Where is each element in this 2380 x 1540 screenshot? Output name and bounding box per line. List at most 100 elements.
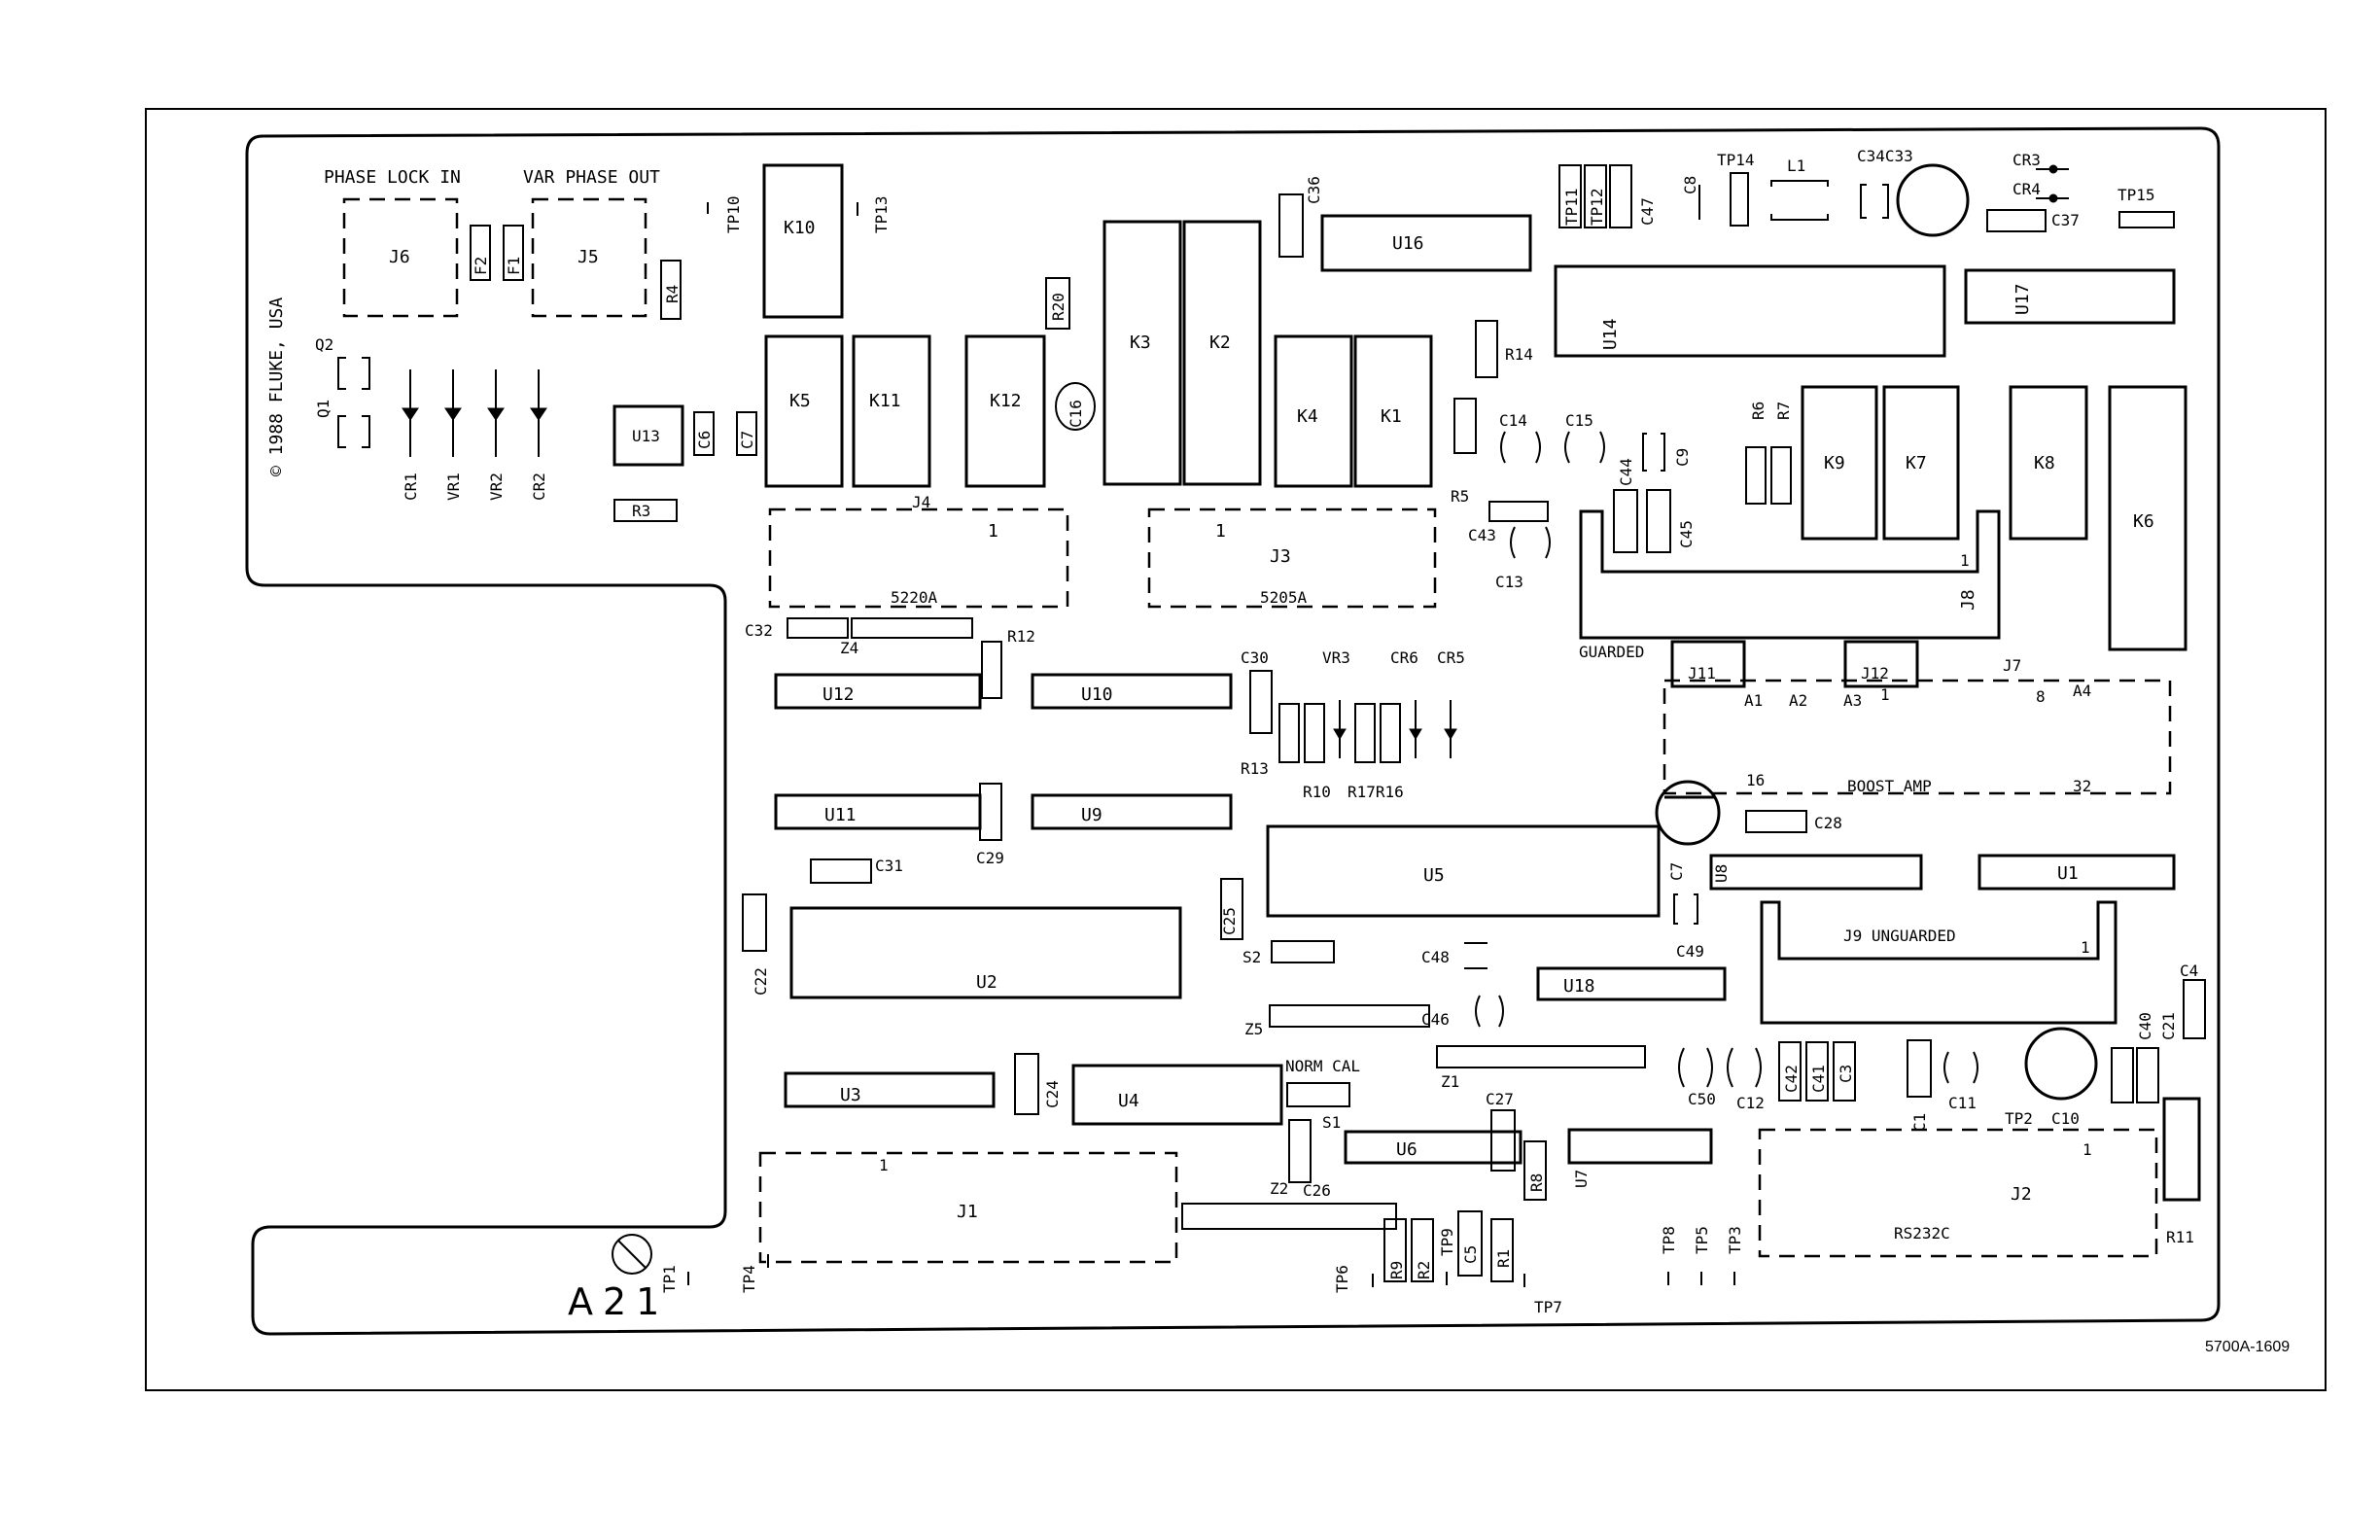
j3-pin1-label: 1 [1215, 521, 1226, 542]
vr2-diode-mark [487, 407, 505, 421]
c30-capacitor [1249, 670, 1273, 734]
c5-label: C5 [1461, 1245, 1480, 1264]
u16-label: U16 [1392, 233, 1424, 254]
q2-transistor [337, 357, 370, 390]
c4-capacitor [2183, 979, 2206, 1039]
c50-label: C50 [1688, 1090, 1716, 1108]
cr6-diode-mark [1409, 728, 1422, 740]
board-outline [245, 126, 2221, 1336]
c24-label: C24 [1043, 1080, 1062, 1108]
k4-relay [1274, 334, 1353, 488]
c49-capacitor [1673, 893, 1698, 925]
norm-cal-switch [1286, 1082, 1350, 1107]
mounting-hole-cross [617, 1240, 647, 1269]
s1-label: S1 [1322, 1113, 1341, 1132]
tp12-label: TP12 [1588, 188, 1606, 226]
u14-ic [1554, 264, 1946, 358]
cr1-label: CR1 [402, 472, 420, 501]
u7-ic [1567, 1128, 1713, 1165]
f1-label: F1 [505, 257, 523, 275]
j2-pin1-label: 1 [2082, 1140, 2092, 1159]
q1-label: Q1 [314, 400, 332, 418]
u13-ic [612, 404, 684, 467]
tp11-label: TP11 [1562, 188, 1581, 226]
figure-frame [145, 108, 2327, 1391]
a1-label: A1 [1744, 691, 1763, 710]
u17-ic [1964, 268, 2176, 325]
j9-pin1-label: 1 [2081, 938, 2090, 957]
c7-label: C7 [738, 431, 756, 449]
j2-name-label: RS232C [1894, 1224, 1950, 1242]
c31-capacitor [810, 858, 872, 884]
r4-label: R4 [663, 285, 682, 303]
tp15-pin [2118, 211, 2175, 228]
r14-resistor [1475, 320, 1498, 378]
cr2-diode-mark [530, 407, 547, 421]
tp13-label: TP13 [872, 195, 891, 233]
j5-connector [531, 197, 648, 318]
assembly-label: A21 [568, 1280, 669, 1323]
c3-capacitor [1833, 1041, 1856, 1102]
q1-transistor [337, 415, 370, 448]
u2-label: U2 [976, 972, 998, 993]
k10-relay [762, 163, 844, 319]
r13-resistor [1278, 703, 1300, 763]
c6-capacitor [693, 411, 715, 456]
s2-label: S2 [1242, 948, 1261, 966]
c40-label: C40 [2136, 1012, 2154, 1040]
j8-connector [1579, 509, 2001, 640]
j4-name-label: 5220A [891, 588, 938, 607]
c49-label: C49 [1676, 942, 1704, 961]
u2-ic [789, 906, 1182, 999]
c13-label: C13 [1495, 573, 1523, 591]
c34-capacitor [1860, 184, 1889, 219]
u4-label: U4 [1118, 1091, 1139, 1111]
tp15-label: TP15 [2118, 186, 2155, 204]
c15-capacitor [1564, 431, 1605, 464]
cr5-diode-mark [1444, 728, 1457, 740]
k3-label: K3 [1130, 332, 1151, 353]
k7-label: K7 [1906, 453, 1927, 473]
j7-label: J7 [2003, 656, 2021, 675]
k1-label: K1 [1381, 406, 1402, 427]
l1-label: L1 [1787, 157, 1805, 175]
copyright-label: © 1988 FLUKE, USA [266, 298, 287, 476]
c36-label: C36 [1305, 176, 1323, 204]
c29-capacitor [979, 783, 1002, 841]
c46-capacitor [1475, 995, 1504, 1028]
c43-capacitor [1488, 501, 1549, 522]
c37-capacitor [1986, 209, 2047, 232]
c14-capacitor [1500, 431, 1541, 464]
j4-pin1-label: 1 [988, 521, 998, 542]
c32-label: C32 [745, 621, 773, 640]
c11-label: C11 [1948, 1094, 1977, 1112]
c28-capacitor [1745, 810, 1807, 833]
c34c33-label: C34C33 [1857, 147, 1913, 165]
k4-label: K4 [1297, 406, 1318, 427]
r4-resistor [660, 260, 682, 320]
r9-resistor [1383, 1218, 1407, 1282]
u12-label: U12 [822, 684, 855, 705]
u10-ic [1031, 673, 1233, 710]
j7-connector [1662, 679, 2172, 795]
k3-relay [1102, 220, 1182, 486]
k7-relay [1882, 385, 1960, 541]
k8-relay [2009, 385, 2088, 541]
j9-label: J9 UNGUARDED [1843, 927, 1956, 945]
c7-capacitor [736, 411, 757, 456]
c44-label: C44 [1617, 458, 1635, 486]
c7b-label: C7 [1667, 862, 1686, 881]
vr2-label: VR2 [487, 472, 506, 501]
u3-label: U3 [840, 1085, 861, 1105]
r20-label: R20 [1049, 293, 1068, 321]
k10-label: K10 [784, 218, 816, 238]
r10-resistor [1304, 703, 1325, 763]
tp7-label: TP7 [1534, 1298, 1562, 1316]
vr1-label: VR1 [444, 472, 463, 501]
z5-label: Z5 [1244, 1020, 1263, 1038]
c13-capacitor [1510, 526, 1551, 559]
c25-label: C25 [1220, 907, 1239, 935]
u7-label: U7 [1572, 1170, 1591, 1188]
r7-label: R7 [1774, 402, 1793, 420]
